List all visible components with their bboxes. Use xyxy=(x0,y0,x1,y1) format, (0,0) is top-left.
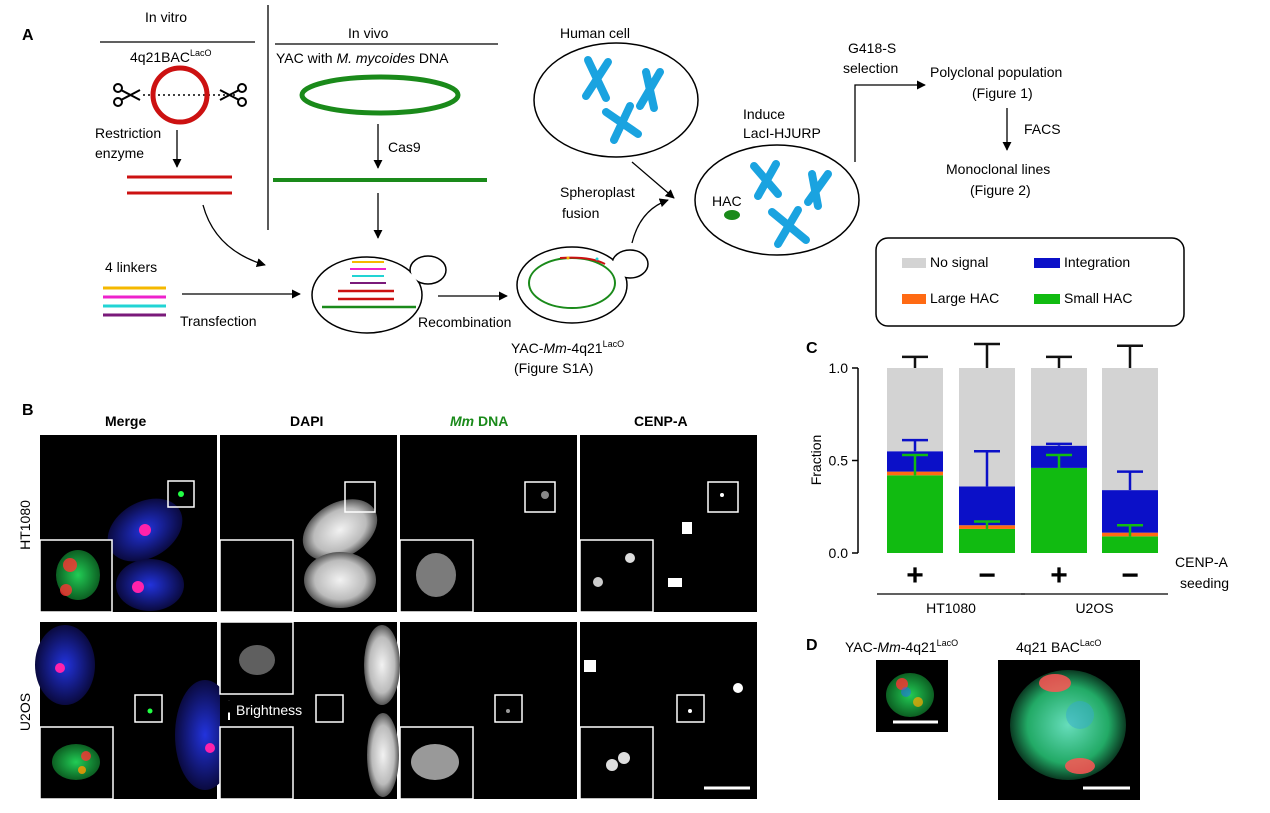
induce-label-2: LacI-HJURP xyxy=(743,125,821,141)
legend-integration: Integration xyxy=(1064,254,1130,270)
yac-circle xyxy=(299,74,461,116)
panel-b: B Merge DAPI Mm DNA CENP-A HT1080 U2OS xyxy=(17,402,757,800)
y-axis-label: Fraction xyxy=(808,435,824,486)
human-cell xyxy=(533,42,699,158)
in-vivo-label: In vivo xyxy=(348,25,389,41)
panel-a-label: A xyxy=(22,27,34,44)
chart-legend: No signal Integration Large HAC Small HA… xyxy=(875,237,1185,327)
restriction-label-1: Restriction xyxy=(95,125,161,141)
x-row-label-2: seeding xyxy=(1180,575,1229,591)
image-u2os-dapi: Brightness xyxy=(219,621,400,800)
x-tick-label: − xyxy=(978,559,996,592)
y-tick-label: 0.5 xyxy=(829,453,849,469)
image-d-bac xyxy=(998,660,1140,800)
linker-lines xyxy=(103,286,166,317)
bar-no-signal xyxy=(887,368,943,452)
legend-swatch-large-hac xyxy=(902,294,926,304)
x-tick-label: + xyxy=(906,559,924,592)
transfection-label: Transfection xyxy=(180,313,257,329)
legend-swatch-no-signal xyxy=(902,258,926,268)
image-ht1080-mm-dna xyxy=(399,435,577,613)
y-tick-label: 0.0 xyxy=(829,545,849,561)
hac-cell xyxy=(694,144,860,256)
cas9-label: Cas9 xyxy=(388,139,421,155)
bar-no-signal xyxy=(1031,368,1087,446)
legend-small-hac: Small HAC xyxy=(1064,290,1132,306)
in-vitro-label: In vitro xyxy=(145,9,187,25)
image-u2os-merge xyxy=(35,622,235,800)
panel-b-label: B xyxy=(22,402,34,419)
spheroplast-label-2: fusion xyxy=(562,205,599,221)
header-merge: Merge xyxy=(105,413,146,429)
facs-label: FACS xyxy=(1024,121,1061,137)
bar-integration xyxy=(959,486,1015,526)
bar-small-hac xyxy=(1031,467,1087,553)
row-label-u2os: U2OS xyxy=(17,693,33,731)
header-mm-dna: Mm DNA xyxy=(450,413,508,429)
scissors-right-icon xyxy=(219,83,247,107)
polyclonal-label-1: Polyclonal population xyxy=(930,64,1062,80)
induce-label-1: Induce xyxy=(743,106,785,122)
g418-label-1: G418-S xyxy=(848,40,896,56)
image-u2os-mm-dna xyxy=(399,622,577,800)
brightness-label: Brightness xyxy=(236,702,302,718)
g418-label-2: selection xyxy=(843,60,898,76)
bar-small-hac xyxy=(887,475,943,553)
monoclonal-label-1: Monoclonal lines xyxy=(946,161,1050,177)
image-u2os-cenpa xyxy=(579,622,757,800)
panel-d: D YAC-Mm-4q21LacO 4q21 BACLacO xyxy=(806,637,1140,800)
image-ht1080-dapi xyxy=(219,435,397,613)
bar-small-hac xyxy=(959,528,1015,553)
x-tick-label: − xyxy=(1121,559,1139,592)
legend-no-signal: No signal xyxy=(930,254,988,270)
bar-no-signal xyxy=(1102,368,1158,491)
scissors-left-icon xyxy=(113,83,141,107)
image-ht1080-merge xyxy=(39,435,217,613)
x-tick-label: + xyxy=(1050,559,1068,592)
yeast-cell-2 xyxy=(516,246,649,324)
header-dapi: DAPI xyxy=(290,413,323,429)
x-row-label-1: CENP-A xyxy=(1175,554,1229,570)
group-label: U2OS xyxy=(1075,600,1113,616)
image-d-yac xyxy=(876,660,948,732)
row-label-ht1080: HT1080 xyxy=(17,500,33,550)
hac-label: HAC xyxy=(712,193,742,209)
group-label: HT1080 xyxy=(926,600,976,616)
legend-large-hac: Large HAC xyxy=(930,290,999,306)
panel-a: A In vitro 4q21BACLacO Restriction enzym… xyxy=(22,5,1062,376)
yac-product-label: YAC-Mm-4q21LacO xyxy=(511,339,624,356)
bac-name: 4q21BACLacO xyxy=(130,48,211,65)
header-cenpa: CENP-A xyxy=(634,413,688,429)
monoclonal-label-2: (Figure 2) xyxy=(970,182,1031,198)
legend-swatch-small-hac xyxy=(1034,294,1060,304)
restriction-label-2: enzyme xyxy=(95,145,144,161)
human-cell-label: Human cell xyxy=(560,25,630,41)
bar-small-hac xyxy=(1102,536,1158,553)
polyclonal-label-2: (Figure 1) xyxy=(972,85,1033,101)
figure-s1a-label: (Figure S1A) xyxy=(514,360,593,376)
spheroplast-label-1: Spheroplast xyxy=(560,184,635,200)
y-tick-label: 1.0 xyxy=(829,360,849,376)
linkers-label: 4 linkers xyxy=(105,259,157,275)
yeast-cell-1 xyxy=(311,255,447,334)
panel-c: C No signal Integration Large HAC Small … xyxy=(806,237,1229,616)
bac-circle xyxy=(150,65,210,125)
yac-mm-label: YAC with M. mycoides DNA xyxy=(276,50,449,66)
panel-d-label: D xyxy=(806,637,818,654)
recombination-label: Recombination xyxy=(418,314,511,330)
image-ht1080-cenpa xyxy=(579,435,757,613)
d-bac-label: 4q21 BACLacO xyxy=(1016,638,1101,655)
legend-swatch-integration xyxy=(1034,258,1060,268)
d-yac-label: YAC-Mm-4q21LacO xyxy=(845,638,958,655)
panel-c-label: C xyxy=(806,340,818,357)
